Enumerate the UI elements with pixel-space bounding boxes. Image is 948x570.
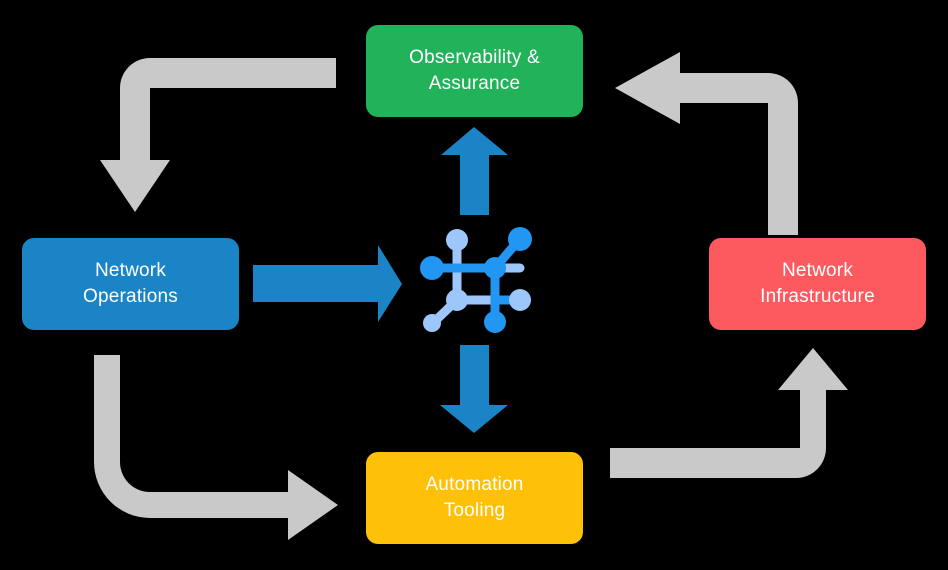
connector-ops-to-automation: [94, 355, 338, 540]
connector-ops-to-center: [253, 245, 402, 322]
node-network-infrastructure[interactable]: Network Infrastructure: [709, 238, 926, 330]
connector-observability-to-ops: [100, 58, 336, 212]
connector-automation-to-infrastructure: [610, 348, 848, 478]
node-automation-tooling[interactable]: Automation Tooling: [366, 452, 583, 544]
node-observability-assurance[interactable]: Observability & Assurance: [366, 25, 583, 117]
connector-center-to-automation: [440, 345, 508, 433]
connector-center-to-observability: [441, 127, 508, 215]
connector-infrastructure-to-observability: [615, 52, 798, 235]
node-network-operations[interactable]: Network Operations: [22, 238, 239, 330]
